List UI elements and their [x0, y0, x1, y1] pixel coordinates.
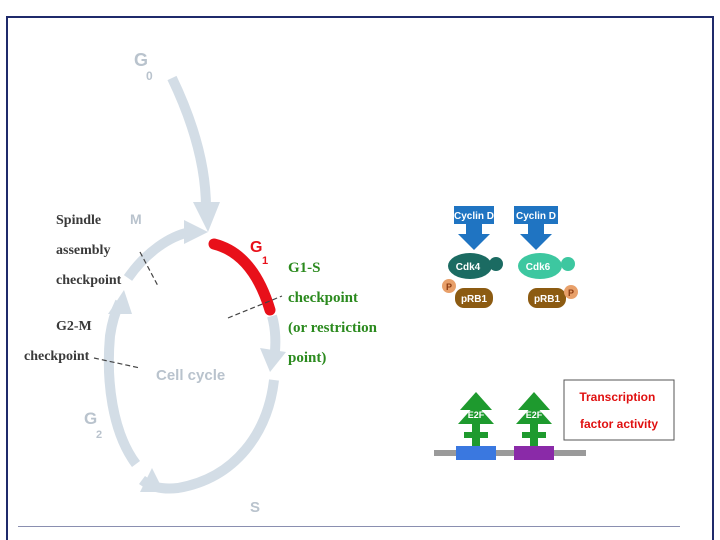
p-right-label: P [568, 288, 574, 298]
prb1-left-box [455, 288, 493, 308]
cycle-arc-m [123, 227, 192, 281]
g1s-checkpoint-label: G1-S checkpoint (or restriction point) [288, 260, 381, 366]
cdk4-body [448, 253, 492, 279]
frame-right-border [712, 16, 714, 540]
phase-label-g2: G [84, 409, 97, 428]
cycle-arrowhead-g2 [108, 290, 132, 314]
cyclin-d-left-arrow [458, 224, 490, 250]
dna-strand [434, 450, 586, 456]
phase-label-s: S [250, 499, 260, 516]
footer-rule [18, 526, 680, 527]
transcription-box-label: Transcription factor activity [579, 390, 658, 431]
dna-segment-blue [456, 446, 496, 460]
e2f-left-label: E2F [468, 410, 485, 420]
prb1-right-box [528, 288, 566, 308]
spindle-checkpoint-label: Spindle assembly checkpoint [56, 213, 122, 288]
cyclin-d-left-label: Cyclin D [454, 211, 494, 222]
transcription-box [563, 379, 675, 441]
cdk4-label: Cdk4 [456, 262, 481, 273]
e2f-left-mid [458, 404, 494, 424]
cyclin-d-left-box [454, 206, 494, 224]
cycle-arc-s [139, 379, 279, 494]
phase-label-g1: G [250, 239, 262, 256]
e2f-right-label: E2F [526, 410, 543, 420]
g1-phase-arc [208, 238, 276, 316]
phase-label-m: M [130, 211, 142, 227]
p-left-label: P [446, 282, 452, 292]
e2f-right-mid [516, 404, 552, 424]
p-left-circle [442, 279, 456, 293]
prb1-left-label: pRB1 [461, 294, 488, 305]
cdk6-label: Cdk6 [526, 262, 551, 273]
e2f-left-crossbar [464, 432, 488, 438]
frame-left-border [6, 16, 8, 540]
dna-segment-purple [514, 446, 554, 460]
cycle-arrowhead-g1 [260, 348, 286, 372]
cycle-arrowhead-s [140, 468, 164, 492]
cyclin-d-right-arrow [520, 224, 552, 250]
cycle-arrowhead-m [184, 220, 208, 244]
g1s-pointer-line [227, 295, 283, 319]
g0-entry-arrowhead [193, 202, 220, 232]
phase-label-g0: G [134, 50, 148, 70]
frame-top-border [6, 16, 714, 18]
spindle-pointer-line [139, 251, 159, 287]
cdk6-body [518, 253, 562, 279]
cdk6-lobe [561, 257, 575, 271]
cdk4-lobe [489, 257, 503, 271]
g2m-pointer-line [93, 357, 141, 369]
cyclin-d-right-box [514, 206, 558, 224]
e2f-right-top [518, 392, 550, 410]
cell-cycle-center-label: Cell cycle [156, 367, 225, 384]
cycle-arc-g2 [103, 299, 141, 467]
phase-label-g0-sub: 0 [146, 69, 153, 83]
g0-entry-arrow [167, 75, 211, 209]
phase-label-g2-sub: 2 [96, 429, 102, 441]
prb1-right-label: pRB1 [534, 294, 561, 305]
e2f-right-crossbar [522, 432, 546, 438]
phase-label-g1-sub: 1 [262, 255, 268, 267]
p-right-circle [564, 285, 578, 299]
e2f-left-top [460, 392, 492, 410]
g2m-checkpoint-label: G2-M checkpoint [24, 319, 95, 364]
cyclin-d-right-label: Cyclin D [516, 211, 556, 222]
